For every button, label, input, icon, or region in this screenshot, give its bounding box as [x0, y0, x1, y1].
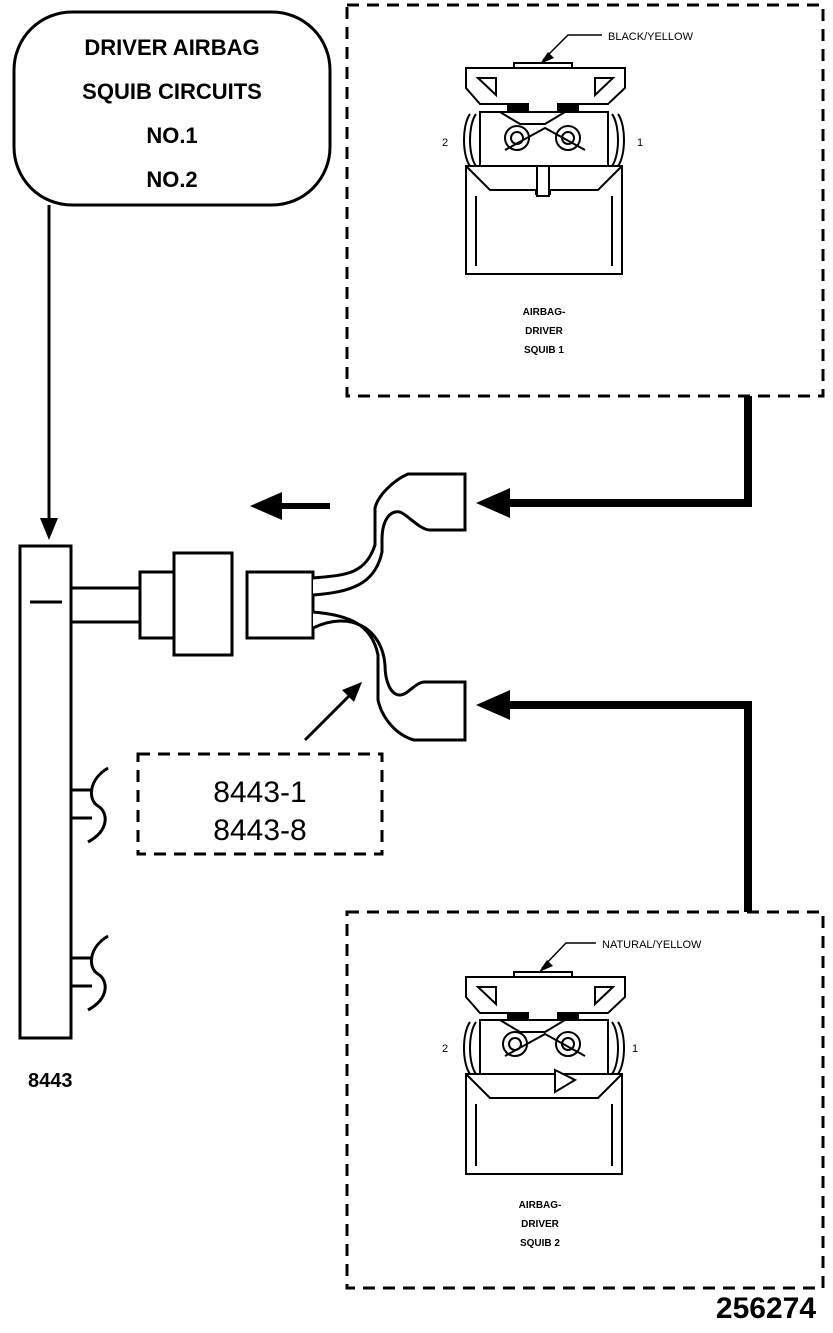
top-connector-arrow — [476, 396, 752, 518]
bottom-connector-box: NATURAL/YELLOW 2 1 AIRB — [345, 910, 825, 1290]
top-connector-drawing — [463, 62, 626, 275]
title-arrow — [40, 205, 58, 540]
title-box: DRIVER AIRBAG SQUIB CIRCUITS NO.1 NO.2 — [12, 10, 332, 207]
top-caption-1: AIRBAG- — [523, 307, 566, 318]
title-line-4: NO.2 — [146, 167, 197, 192]
top-connector-box: BLACK/YELLOW — [345, 3, 825, 398]
callout-line-2: 8443-8 — [213, 814, 306, 847]
top-caption-3: SQUIB 1 — [524, 345, 564, 356]
bottom-connector-drawing — [463, 971, 626, 1175]
bottom-wire-color: NATURAL/YELLOW — [602, 939, 702, 951]
title-line-2: SQUIB CIRCUITS — [82, 79, 262, 104]
tool-8443: 8443 — [18, 544, 109, 1092]
callout-leader — [303, 682, 362, 742]
top-wire-color: BLACK/YELLOW — [608, 31, 694, 43]
tool-label: 8443 — [28, 1070, 73, 1092]
left-arrow — [250, 492, 330, 520]
figure-number: 256274 — [716, 1292, 816, 1325]
tool-break-2 — [71, 934, 109, 1012]
bottom-caption-1: AIRBAG- — [519, 1200, 562, 1211]
tool-break-1 — [71, 766, 109, 844]
bottom-caption-2: DRIVER — [521, 1219, 560, 1230]
bottom-caption-3: SQUIB 2 — [520, 1238, 560, 1249]
bottom-pin-left: 2 — [442, 1043, 448, 1055]
adapter-cable — [71, 472, 467, 742]
title-line-1: DRIVER AIRBAG — [84, 35, 259, 60]
bottom-pin-right: 1 — [632, 1043, 638, 1055]
top-pin-left: 2 — [442, 137, 448, 149]
title-line-3: NO.1 — [146, 123, 197, 148]
bottom-connector-arrow — [476, 690, 752, 912]
top-pin-right: 1 — [637, 137, 643, 149]
callout-box: 8443-1 8443-8 — [136, 752, 384, 856]
callout-line-1: 8443-1 — [213, 776, 306, 809]
top-caption-2: DRIVER — [525, 326, 564, 337]
